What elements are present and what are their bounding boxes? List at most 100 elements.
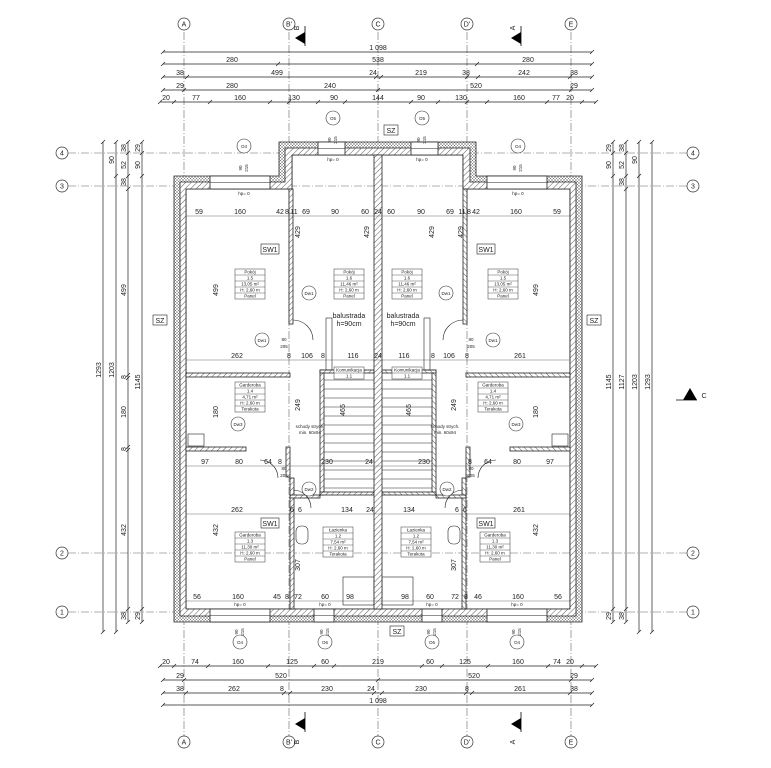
dimension-label: 74 — [553, 659, 561, 666]
dimension-label: 230 — [418, 459, 430, 466]
dimension-label: 77 — [192, 95, 200, 102]
dimension-label: 8 — [285, 594, 289, 601]
dimension-label: 90 — [331, 209, 339, 216]
window-tag — [424, 634, 440, 650]
dimension-label: 429 — [295, 226, 302, 238]
dimension-label: 1145 — [606, 374, 613, 389]
dimension-label: 42 — [472, 209, 480, 216]
dimension-label: 134 — [341, 507, 353, 514]
room-area: 13,05 m² — [494, 282, 512, 287]
dimension-label: 8 — [121, 375, 128, 379]
dimension-label: 24 — [374, 353, 382, 360]
axis-bubble — [460, 735, 474, 749]
dimension-label: 8 — [121, 447, 128, 451]
dimension-label: 432 — [533, 524, 540, 536]
window-tag — [232, 634, 248, 650]
window-height: 215 — [518, 164, 523, 172]
dimension-label: 38 — [619, 178, 626, 186]
dimension-label: 1127 — [619, 374, 626, 389]
wall-type-tag-box — [260, 243, 280, 255]
dimension-label: 8 — [464, 594, 468, 601]
dimension-label: 72 — [294, 594, 302, 601]
room-floor: Panel — [497, 294, 509, 299]
room-name: Pokój — [343, 270, 354, 275]
window-width: 90 — [234, 629, 239, 635]
dimension-label: 97 — [201, 459, 209, 466]
room-number: 1.4 — [490, 389, 497, 394]
section-label: B — [294, 25, 301, 30]
room-area: 11,30 m² — [241, 545, 259, 550]
window-width: 90 — [416, 137, 421, 143]
window-label: O6 — [322, 640, 329, 645]
dimension-label: 38 — [176, 70, 184, 77]
dimension-label: 69 — [302, 209, 310, 216]
dimension-label: 60 — [361, 209, 369, 216]
room-floor: Terakota — [241, 407, 259, 412]
sill-height: hp= 0 — [234, 602, 246, 607]
dimension-label: 280 — [226, 83, 238, 90]
room-floor: Panel — [489, 557, 501, 562]
dimension-label: 8 — [280, 686, 284, 693]
room-number: 1.5 — [247, 276, 254, 281]
room-number: 1.2 — [413, 534, 420, 539]
dimension-label: 180 — [533, 406, 540, 418]
section-label: A — [510, 739, 517, 744]
axis-label: B' — [286, 22, 292, 29]
dimension-label: 38 — [570, 70, 578, 77]
door-height: 205 — [280, 344, 288, 349]
axis-bubble — [686, 179, 700, 193]
dimension-label: 429 — [458, 226, 465, 238]
balustrada-height: h=90cm — [336, 321, 361, 328]
dimension-label: 280 — [226, 57, 238, 64]
section-label: C — [701, 393, 706, 400]
room-name: Pokój — [244, 270, 255, 275]
dimension-label: 429 — [364, 226, 371, 238]
balustrada-label: balustrada — [333, 313, 366, 320]
axis-label: 4 — [60, 151, 64, 158]
axis-label: C — [375, 22, 380, 29]
dimension-label: 1 098 — [369, 45, 387, 52]
dimension-label: 8 — [287, 353, 291, 360]
room-name: Łazienka — [329, 528, 348, 533]
wall-type-tag: SW1 — [262, 247, 277, 254]
dimension-label: 230 — [415, 686, 427, 693]
dimension-label: 98 — [346, 594, 354, 601]
dimension-label: 6 — [463, 507, 467, 514]
room-name: Łazienka — [407, 528, 426, 533]
room-height: H: 2,60 m — [240, 288, 260, 293]
door-label: Dw1 — [488, 338, 497, 343]
room-number: 1.4 — [247, 389, 254, 394]
door-label: Dw2 — [304, 487, 313, 492]
window-tag — [414, 110, 430, 126]
door-label: Dw2 — [442, 487, 451, 492]
room-area: 7,54 m² — [330, 540, 346, 545]
window-tag — [509, 634, 525, 650]
room-floor: Panel — [244, 294, 256, 299]
axis-label: E — [569, 740, 574, 747]
dimension-label: 160 — [512, 594, 524, 601]
window-width: 90 — [511, 629, 516, 635]
axis-bubble — [686, 605, 700, 619]
axis-label: 1 — [60, 610, 64, 617]
room-number: 1.6 — [346, 276, 353, 281]
window-label: O5 — [330, 116, 337, 121]
dimension-label: 80 — [513, 459, 521, 466]
dimension-label: 11 — [290, 209, 297, 216]
room-name: Garderoba — [239, 383, 261, 388]
room-height: H: 2,60 m — [240, 551, 260, 556]
window-width: 90 — [512, 165, 517, 171]
attic-stairs-label: schody strych. — [296, 424, 325, 429]
